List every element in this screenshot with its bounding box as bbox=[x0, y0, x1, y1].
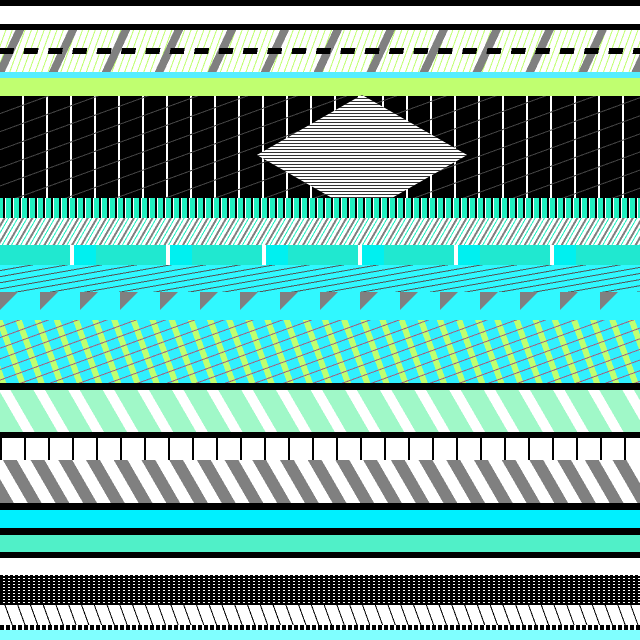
black-stripe bbox=[0, 528, 640, 535]
black-stripe bbox=[0, 432, 640, 438]
noise-band bbox=[0, 575, 640, 605]
dotted-stripe bbox=[0, 625, 640, 630]
gray-hatch-band bbox=[0, 218, 640, 245]
gray-zigzag-band bbox=[0, 460, 640, 503]
white-cells-band bbox=[0, 438, 640, 460]
black-stripe bbox=[0, 383, 640, 390]
mint-pattern-band bbox=[0, 390, 640, 432]
black-stripe bbox=[0, 552, 640, 558]
cyan-band bbox=[0, 245, 640, 265]
sky-stripe bbox=[0, 72, 640, 78]
cyan-dash-band bbox=[0, 265, 640, 292]
aquamarine-stripe bbox=[0, 535, 640, 552]
teal-bars-band bbox=[0, 198, 640, 218]
diagonal-lines-band bbox=[0, 605, 640, 625]
lime-stripe bbox=[0, 78, 640, 96]
cyan-lime-pattern-band bbox=[0, 320, 640, 383]
white-stripe bbox=[0, 6, 640, 24]
black-stripe bbox=[0, 0, 640, 6]
cyan-stripe bbox=[0, 510, 640, 528]
black-stripe bbox=[0, 24, 640, 30]
white-stripe bbox=[0, 558, 640, 575]
dash-row bbox=[0, 48, 640, 54]
light-cyan-stripe bbox=[0, 630, 640, 640]
black-stripe bbox=[0, 503, 640, 510]
